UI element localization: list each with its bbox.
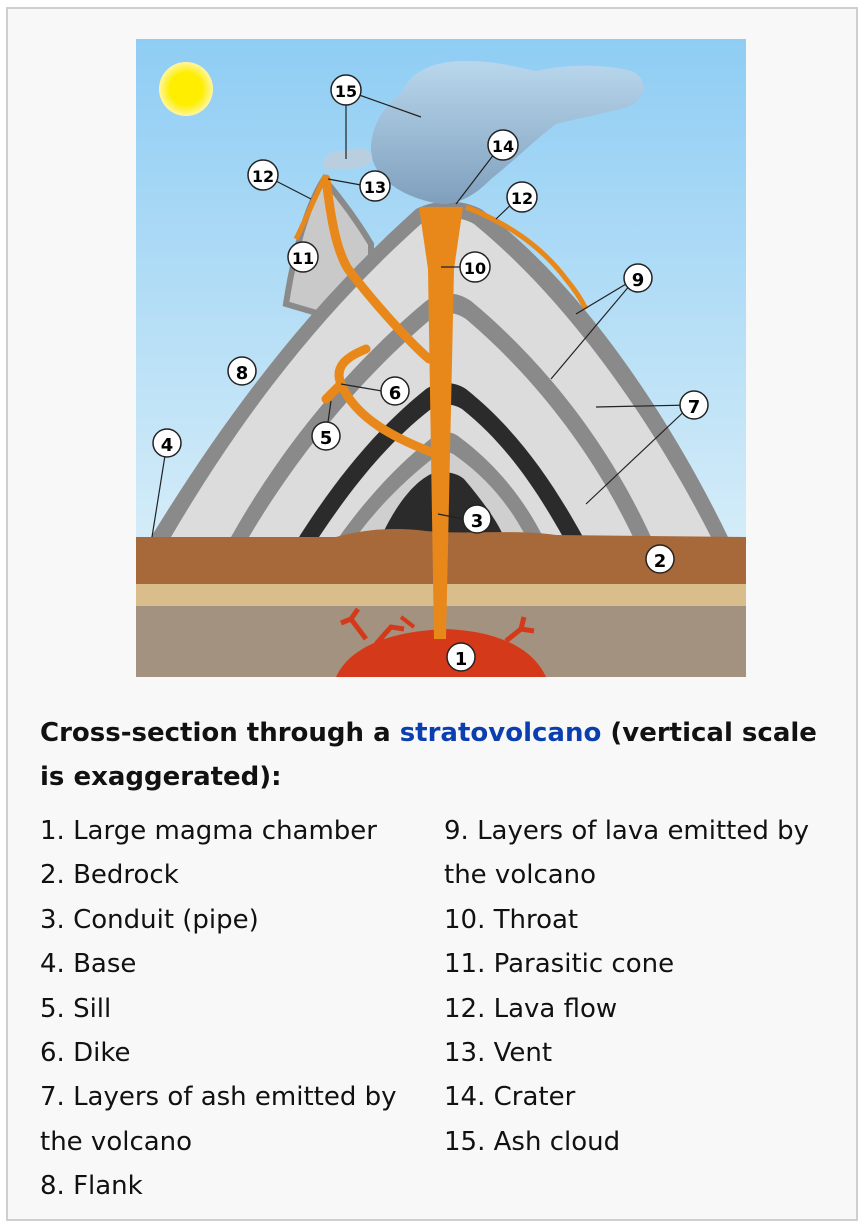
stratovolcano-link[interactable]: stratovolcano — [399, 718, 602, 748]
svg-text:13: 13 — [364, 178, 386, 197]
dike — [321, 174, 434, 364]
legend-item: 4. Base — [40, 949, 137, 980]
legend-item: 2. Bedrock — [40, 860, 179, 891]
legend-right-column: 9. Layers of lava emitted by the volcano… — [444, 809, 844, 1164]
marker-1: 1 — [446, 642, 476, 672]
number-markers: 1 2 3 4 5 6 7 8 9 10 11 12 12 13 14 15 — [152, 74, 709, 672]
legend-item: 15. Ash cloud — [444, 1126, 621, 1157]
marker-7: 7 — [679, 390, 709, 420]
caption-text-end: (vertical scale is exaggerated): — [40, 718, 817, 792]
svg-text:5: 5 — [320, 428, 333, 449]
legend-item: the volcano — [444, 860, 597, 891]
marker-12b: 12 — [506, 181, 538, 213]
legend-item: 11. Parasitic cone — [444, 949, 675, 980]
legend-item: the volcano — [40, 1126, 193, 1157]
svg-text:12: 12 — [511, 189, 533, 208]
sun — [159, 62, 213, 116]
svg-text:15: 15 — [335, 82, 357, 101]
legend-item: 9. Layers of lava emitted by — [444, 816, 810, 846]
marker-8: 8 — [227, 356, 257, 386]
legend-item: 12. Lava flow — [444, 993, 618, 1024]
svg-text:14: 14 — [492, 137, 514, 156]
svg-text:2: 2 — [654, 551, 667, 572]
marker-9: 9 — [623, 263, 653, 293]
stratovolcano-diagram: 1 2 3 4 5 6 7 8 9 10 11 12 12 13 14 15 — [136, 39, 746, 677]
magma-chamber — [336, 629, 546, 677]
marker-6: 6 — [380, 376, 410, 406]
legend-item: 3. Conduit (pipe) — [40, 904, 259, 935]
lava-flow-main — [465, 204, 589, 311]
svg-text:11: 11 — [292, 249, 314, 268]
marker-10: 10 — [459, 251, 491, 283]
marker-5: 5 — [311, 421, 341, 451]
marker-2: 2 — [645, 544, 675, 574]
legend-item: 8. Flank — [40, 1171, 143, 1202]
svg-text:7: 7 — [688, 397, 701, 418]
svg-text:6: 6 — [389, 383, 402, 404]
marker-3: 3 — [462, 504, 492, 534]
marker-15: 15 — [330, 74, 362, 106]
legend-item: 14. Crater — [444, 1082, 576, 1113]
lava-flow-parasitic — [293, 177, 327, 241]
marker-12a: 12 — [247, 159, 279, 191]
svg-text:8: 8 — [236, 363, 249, 384]
sill — [334, 344, 441, 459]
marker-13: 13 — [359, 170, 391, 202]
svg-text:10: 10 — [464, 259, 486, 278]
legend-left-column: 1. Large magma chamber 2. Bedrock 3. Con… — [40, 809, 430, 1209]
figure-caption: Cross-section through a stratovolcano (v… — [40, 711, 820, 799]
vent-cloud — [323, 148, 373, 170]
legend-item: 6. Dike — [40, 1038, 131, 1069]
conduit — [419, 207, 463, 639]
legend-item: 5. Sill — [40, 993, 112, 1024]
caption-text-start: Cross-section through a — [40, 718, 400, 748]
marker-14: 14 — [487, 129, 519, 161]
legend-item: 7. Layers of ash emitted by — [40, 1082, 397, 1113]
legend-item: 13. Vent — [444, 1038, 553, 1069]
svg-text:3: 3 — [471, 511, 484, 532]
svg-text:9: 9 — [632, 270, 645, 291]
svg-text:1: 1 — [455, 649, 468, 670]
legend-item: 10. Throat — [444, 904, 579, 935]
svg-text:12: 12 — [252, 167, 274, 186]
figure-frame: 1 2 3 4 5 6 7 8 9 10 11 12 12 13 14 15 C… — [6, 7, 858, 1221]
marker-4: 4 — [152, 428, 182, 458]
legend-item: 1. Large magma chamber — [40, 816, 377, 846]
marker-11: 11 — [287, 241, 319, 273]
svg-text:4: 4 — [161, 435, 174, 456]
